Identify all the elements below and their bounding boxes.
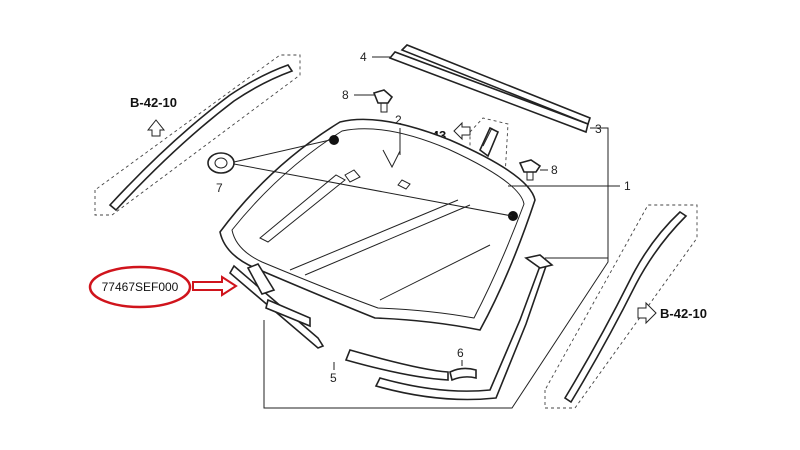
callout-1: 1 [624, 179, 631, 193]
leader-lines [263, 56, 620, 409]
lower-dam-strip [524, 254, 554, 269]
callout-6: 6 [457, 346, 464, 360]
arrow-left-icon [453, 121, 471, 141]
highlight-ellipse [88, 265, 192, 309]
mount-dot [329, 135, 339, 145]
callout-7: 7 [216, 181, 223, 195]
callout-2: 2 [395, 113, 402, 127]
callout-numbers: 4 8 2 3 8 1 7 6 5 [216, 50, 631, 385]
roof-molding [388, 44, 591, 134]
arrow-up-icon [146, 119, 166, 137]
callout-8: 8 [551, 163, 558, 177]
windshield-glass [219, 118, 536, 331]
fastener-part-7 [207, 139, 513, 217]
part-number-callout: 77467SEF000 [88, 265, 238, 309]
ref-b42-left: B-42-10 [130, 95, 177, 137]
right-pillar-molding [544, 204, 698, 409]
arrow-right-icon [192, 275, 238, 297]
clip-part-8-top [372, 89, 394, 113]
callout-5: 5 [330, 371, 337, 385]
svg-text:B-42-10: B-42-10 [660, 306, 707, 321]
mount-dot [508, 211, 518, 221]
part-number-label: 77467SEF000 [102, 280, 179, 294]
svg-text:B-42-10: B-42-10 [130, 95, 177, 110]
callout-4: 4 [360, 50, 367, 64]
left-pillar-molding [94, 54, 301, 216]
lower-seal-part-6 [449, 367, 477, 382]
callout-3: 3 [595, 122, 602, 136]
ref-b42-right: B-42-10 [637, 301, 707, 325]
lower-molding-part-5 [228, 263, 548, 401]
clip-part-8-right [518, 159, 542, 181]
callout-8: 8 [342, 88, 349, 102]
arrow-right-icon [637, 301, 657, 325]
